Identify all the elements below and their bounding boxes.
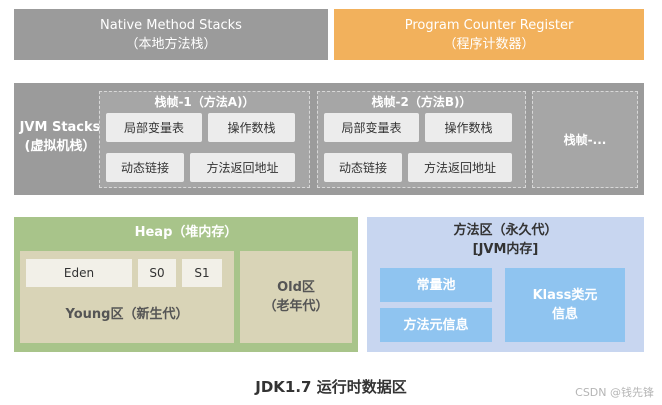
dynamic-linking-2: 动态链接 [324, 153, 402, 182]
native-method-stacks-subtitle: （本地方法栈） [125, 36, 217, 52]
native-method-stacks-box: Native Method Stacks （本地方法栈） [14, 9, 328, 60]
jvm-stacks-title: JVM Stacks [19, 120, 101, 135]
stack-frame-1-title: 栈帧-1（方法A)） [154, 95, 255, 109]
old-generation-subtitle: （老年代） [263, 299, 329, 314]
stack-frame-more: 栈帧-... [532, 91, 638, 188]
operand-stack-2: 操作数栈 [425, 113, 512, 142]
native-method-stacks-title: Native Method Stacks [100, 17, 242, 33]
stack-frame-2-title: 栈帧-2（方法B)） [371, 95, 472, 109]
jvm-stacks-subtitle: (虚拟机栈） [24, 139, 96, 154]
program-counter-register-box: Program Counter Register （程序计数器） [334, 9, 644, 60]
local-variable-table-2: 局部变量表 [324, 113, 419, 142]
dynamic-linking-1: 动态链接 [106, 153, 184, 182]
old-generation-box: Old区 （老年代） [240, 251, 352, 343]
csdn-watermark: CSDN @钱先锋 [575, 386, 654, 399]
eden-space: Eden [26, 259, 132, 287]
program-counter-register-title: Program Counter Register [404, 17, 574, 33]
return-address-2: 方法返回地址 [408, 153, 512, 182]
return-address-1: 方法返回地址 [190, 153, 295, 182]
constant-pool: 常量池 [380, 268, 492, 302]
diagram-caption: JDK1.7 运行时数据区 [255, 378, 407, 396]
klass-metadata-line2: 信息 [551, 307, 578, 322]
method-area-name: 方法区（永久代） [453, 223, 558, 238]
survivor-s1: S1 [182, 259, 222, 287]
survivor-s0: S0 [138, 259, 176, 287]
klass-metadata-line1: Klass类元 [532, 288, 598, 303]
method-metadata: 方法元信息 [380, 308, 492, 342]
method-area-title: 方法区（永久代） [JVM内存] [367, 221, 644, 259]
young-generation-label: Young区（新生代） [65, 307, 189, 322]
local-variable-table-1: 局部变量表 [106, 113, 202, 142]
program-counter-register-subtitle: （程序计数器） [443, 36, 535, 52]
klass-metadata: Klass类元 信息 [505, 268, 625, 342]
method-area-note: [JVM内存] [472, 242, 539, 257]
operand-stack-1: 操作数栈 [208, 113, 295, 142]
heap-title: Heap（堆内存） [134, 225, 238, 240]
jvm-stacks-label: JVM Stacks (虚拟机栈） [18, 118, 102, 156]
old-generation-title: Old区 [277, 280, 315, 295]
